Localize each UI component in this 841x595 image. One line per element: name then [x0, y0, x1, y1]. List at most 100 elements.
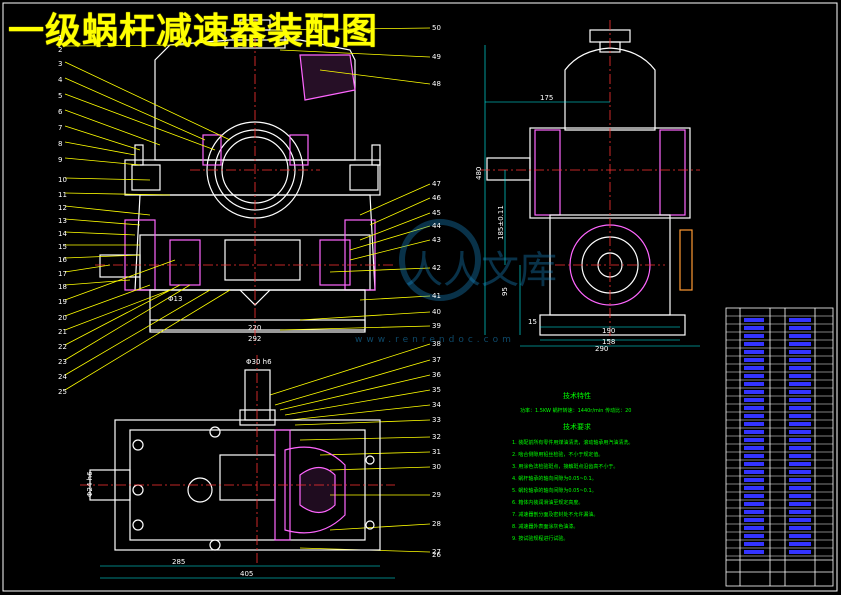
part-number-4: 4 — [58, 76, 63, 84]
table-cell-mark — [744, 414, 764, 418]
parts-list-entries — [744, 318, 811, 554]
table-cell-mark — [789, 510, 811, 514]
table-cell-mark — [744, 342, 764, 346]
note-item: 9. 按试验规程进行试验。 — [512, 535, 568, 542]
dim-side-center: 185±0.11 — [497, 205, 505, 240]
parts-list-table — [725, 307, 834, 587]
part-number-15: 15 — [58, 243, 67, 251]
part-number-20: 20 — [58, 314, 67, 322]
part-number-17: 17 — [58, 270, 67, 278]
table-cell-mark — [744, 406, 764, 410]
table-cell-mark — [744, 454, 764, 458]
part-number-42: 42 — [432, 264, 441, 272]
table-cell-mark — [789, 430, 811, 434]
table-cell-mark — [789, 350, 811, 354]
part-number-11: 11 — [58, 191, 67, 199]
watermark-url: www.renrendoc.com — [355, 335, 515, 345]
part-number-21: 21 — [58, 328, 67, 336]
table-cell-mark — [789, 390, 811, 394]
table-cell-mark — [744, 422, 764, 426]
table-cell-mark — [789, 494, 811, 498]
table-cell-mark — [744, 430, 764, 434]
part-number-35: 35 — [432, 386, 441, 394]
notes-heading-requirements: 技术要求 — [563, 422, 591, 431]
part-number-14: 14 — [58, 230, 67, 238]
table-cell-mark — [789, 374, 811, 378]
table-cell-mark — [789, 446, 811, 450]
dim-side-base-a: 190 — [602, 327, 615, 335]
table-cell-mark — [744, 526, 764, 530]
table-cell-mark — [744, 494, 764, 498]
part-number-45: 45 — [432, 209, 441, 217]
dim-side-overall: 290 — [595, 345, 608, 353]
table-cell-mark — [744, 326, 764, 330]
part-number-32: 32 — [432, 433, 441, 441]
dim-plan-width-b: 405 — [240, 570, 253, 578]
part-number-29: 29 — [432, 491, 441, 499]
table-cell-mark — [744, 398, 764, 402]
part-number-28: 28 — [432, 520, 441, 528]
technical-notes: 技术特性 功率：1.5KW 蜗杆转速：1440r/min 传动比：20 技术要求… — [512, 391, 633, 542]
part-number-8: 8 — [58, 140, 62, 148]
table-cell-mark — [789, 502, 811, 506]
note-item: 5. 蜗轮轴承的轴向间隙为0.05~0.1。 — [512, 487, 597, 494]
table-cell-mark — [744, 390, 764, 394]
part-number-33: 33 — [432, 416, 441, 424]
dim-front-bore: Φ13 — [168, 295, 182, 303]
part-number-49: 49 — [432, 53, 441, 61]
side-dimension-lines — [484, 45, 700, 347]
table-cell-mark — [789, 438, 811, 442]
dim-front-width: 220 — [248, 324, 261, 332]
note-item: 2. 啮合侧隙用铅丝检验，不小于规定值。 — [512, 451, 603, 458]
table-cell-mark — [789, 334, 811, 338]
dim-side-foot: 15 — [528, 318, 537, 326]
table-cell-mark — [744, 334, 764, 338]
table-cell-mark — [789, 518, 811, 522]
table-cell-mark — [789, 478, 811, 482]
part-number-40: 40 — [432, 308, 441, 316]
part-number-50: 50 — [432, 24, 441, 32]
part-number-43: 43 — [432, 236, 441, 244]
part-number-30: 30 — [432, 463, 441, 471]
table-cell-mark — [744, 542, 764, 546]
notes-spec-line: 功率：1.5KW 蜗杆转速：1440r/min 传动比：20 — [520, 407, 631, 414]
part-number-2: 2 — [58, 46, 62, 54]
dim-side-height: 480 — [475, 167, 483, 180]
part-numbers-right: 5049484746454443424140393837363534333231… — [432, 24, 441, 559]
dim-side-base-b: 158 — [602, 338, 615, 346]
table-cell-mark — [789, 358, 811, 362]
dim-front-base: 292 — [248, 335, 261, 343]
leaders-left — [64, 44, 231, 391]
note-item: 8. 减速器外表面涂灰色油漆。 — [512, 523, 578, 530]
part-number-6: 6 — [58, 108, 63, 116]
part-number-47: 47 — [432, 180, 441, 188]
part-number-18: 18 — [58, 283, 67, 291]
table-cell-mark — [789, 342, 811, 346]
part-number-37: 37 — [432, 356, 441, 364]
table-cell-mark — [744, 446, 764, 450]
table-cell-mark — [744, 502, 764, 506]
table-cell-mark — [789, 462, 811, 466]
part-number-12: 12 — [58, 204, 67, 212]
table-cell-mark — [744, 366, 764, 370]
table-cell-mark — [789, 486, 811, 490]
part-number-31: 31 — [432, 448, 441, 456]
dim-plan-left: Φ24 h6 — [86, 471, 94, 497]
table-cell-mark — [789, 406, 811, 410]
part-number-27: 27 — [432, 548, 441, 556]
table-cell-mark — [744, 462, 764, 466]
table-cell-mark — [789, 534, 811, 538]
table-cell-mark — [789, 422, 811, 426]
table-cell-mark — [789, 454, 811, 458]
part-number-16: 16 — [58, 256, 67, 264]
table-cell-mark — [744, 550, 764, 554]
table-cell-mark — [789, 326, 811, 330]
side-view-centerlines — [480, 20, 700, 345]
part-number-38: 38 — [432, 340, 441, 348]
plan-dimension-lines — [100, 565, 395, 579]
table-cell-mark — [744, 318, 764, 322]
part-number-13: 13 — [58, 217, 67, 225]
table-cell-mark — [789, 542, 811, 546]
table-cell-mark — [744, 358, 764, 362]
